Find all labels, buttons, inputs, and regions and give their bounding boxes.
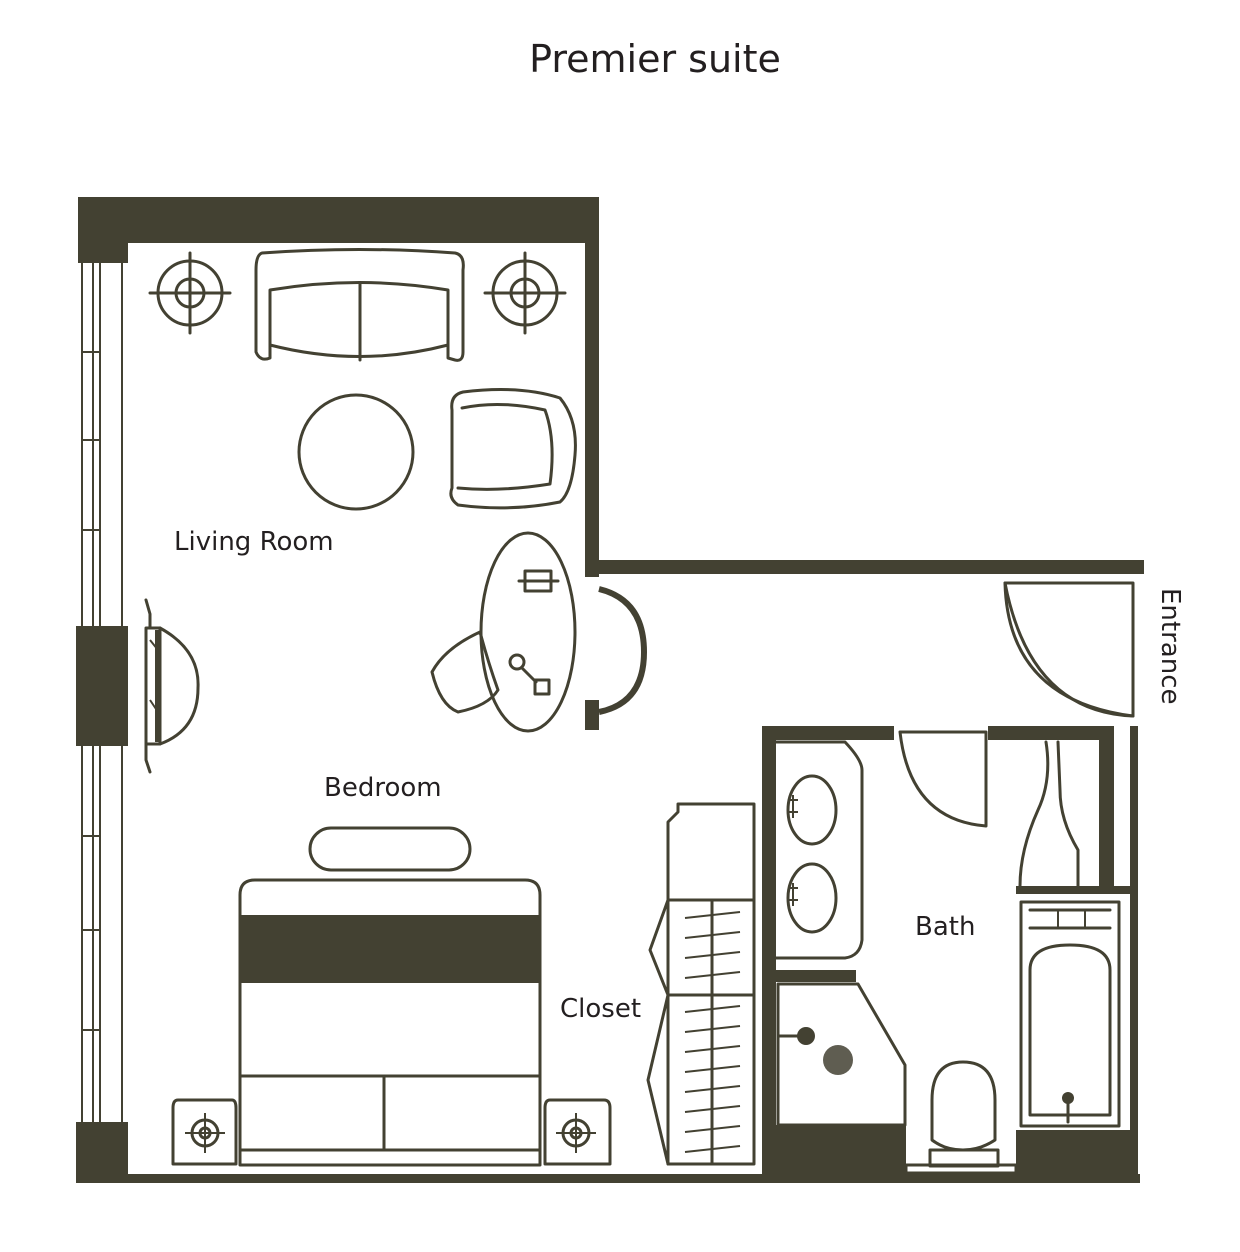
label-bedroom: Bedroom bbox=[324, 773, 442, 803]
closet-unit bbox=[646, 802, 756, 1166]
window-left bbox=[81, 263, 123, 1122]
label-closet: Closet bbox=[560, 994, 641, 1024]
bathtub bbox=[1019, 900, 1121, 1128]
walls bbox=[76, 197, 1144, 1183]
nightstand-right bbox=[543, 1098, 612, 1166]
shower-door-curve bbox=[1018, 740, 1080, 888]
entrance-door bbox=[1003, 581, 1135, 718]
desk-chair bbox=[430, 630, 500, 714]
label-bath: Bath bbox=[915, 912, 975, 942]
desk bbox=[479, 531, 577, 733]
living-room-door bbox=[598, 586, 648, 715]
vanity bbox=[774, 740, 864, 960]
armchair bbox=[449, 388, 577, 510]
tv-unit bbox=[144, 598, 200, 774]
bath-floor-gap bbox=[904, 1163, 1018, 1175]
label-living-room: Living Room bbox=[174, 527, 334, 557]
bath-door bbox=[898, 730, 988, 828]
label-entrance: Entrance bbox=[1155, 588, 1185, 705]
shower-enclosure bbox=[776, 982, 907, 1127]
nightstand-left bbox=[171, 1098, 238, 1166]
drain-icon bbox=[823, 1045, 853, 1075]
coffee-table bbox=[297, 393, 415, 511]
side-table-lamp-left bbox=[148, 251, 232, 335]
plan-title: Premier suite bbox=[529, 37, 781, 81]
toilet bbox=[928, 1060, 1000, 1168]
bed bbox=[238, 826, 542, 1167]
sofa bbox=[254, 248, 465, 362]
side-table-lamp-right bbox=[483, 251, 567, 335]
